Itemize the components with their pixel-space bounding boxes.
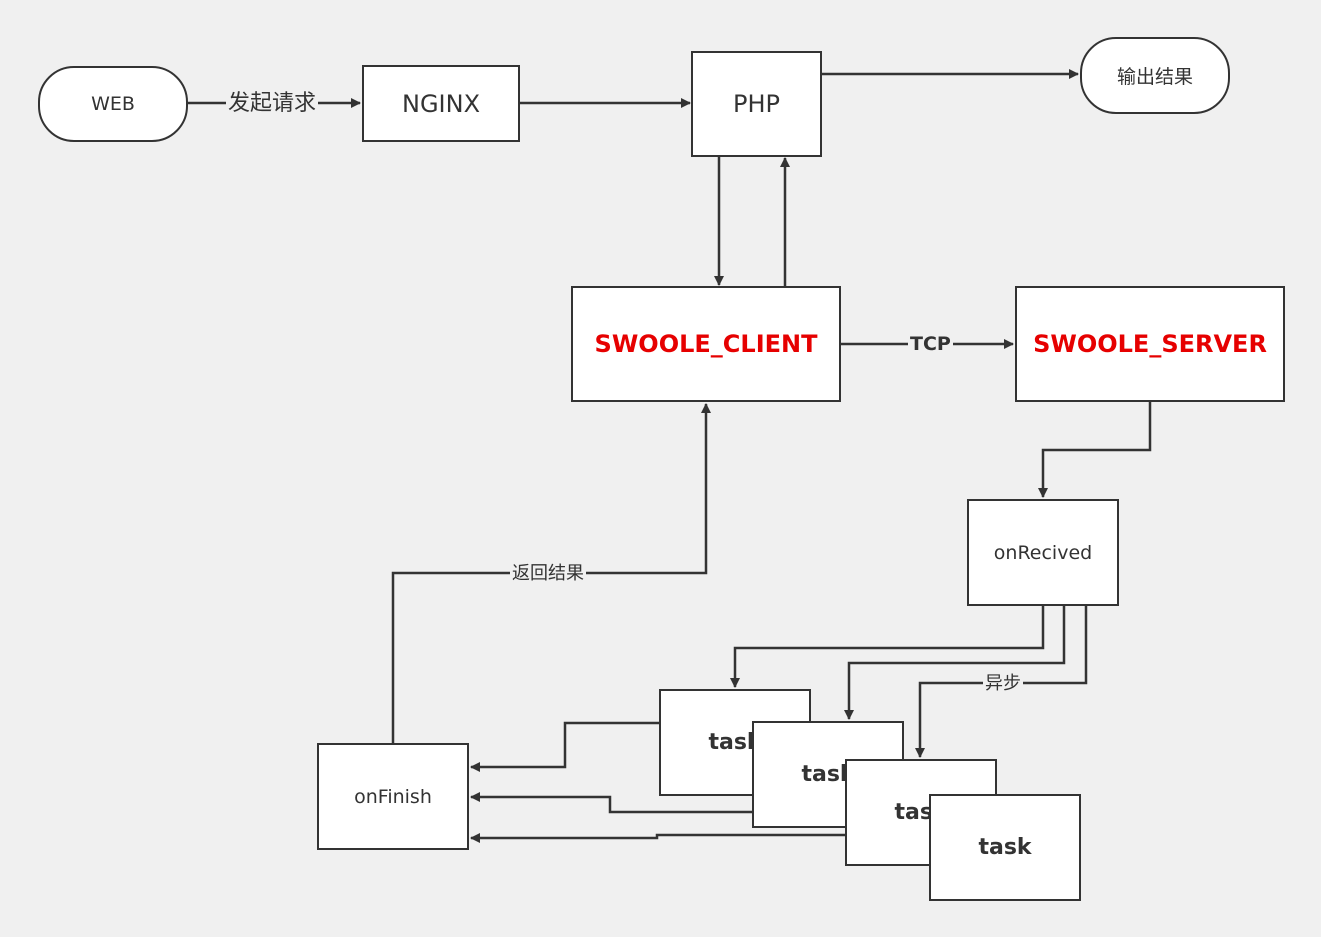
edge-task-3-onfinish <box>470 833 846 843</box>
swoole-server-label: SWOOLE_SERVER <box>1033 330 1267 358</box>
nginx-label: NGINX <box>401 89 481 118</box>
on-finish-label: onFinish <box>354 785 432 808</box>
web-label: WEB <box>91 93 135 115</box>
output-node: 输出结果 <box>1080 37 1230 114</box>
swoole-client-node: SWOOLE_CLIENT <box>571 286 841 402</box>
edge-task-1-onfinish <box>470 721 660 772</box>
edge-server-onrecived <box>1038 401 1152 498</box>
on-recived-label: onRecived <box>993 541 1093 564</box>
php-label: PHP <box>733 90 780 118</box>
return-result-label: 返回结果 <box>510 563 586 584</box>
task-node-4: task <box>929 794 1081 901</box>
output-label: 输出结果 <box>1116 66 1193 88</box>
nginx-node: NGINX <box>362 65 520 142</box>
task-label: task <box>978 835 1032 860</box>
php-node: PHP <box>691 51 822 157</box>
swoole-server-node: SWOOLE_SERVER <box>1015 286 1285 402</box>
swoole-client-label: SWOOLE_CLIENT <box>594 330 818 358</box>
on-finish-node: onFinish <box>317 743 469 850</box>
async-label: 异步 <box>983 673 1023 694</box>
web-node: WEB <box>38 66 188 142</box>
edge-onrecived-task-1 <box>730 605 1045 688</box>
edge-onrecived-task-2 <box>844 605 1066 720</box>
tcp-label: TCP <box>908 333 953 355</box>
on-recived-node: onRecived <box>967 499 1119 606</box>
send-request-label: 发起请求 <box>226 91 319 116</box>
edge-task-2-onfinish <box>470 792 753 814</box>
